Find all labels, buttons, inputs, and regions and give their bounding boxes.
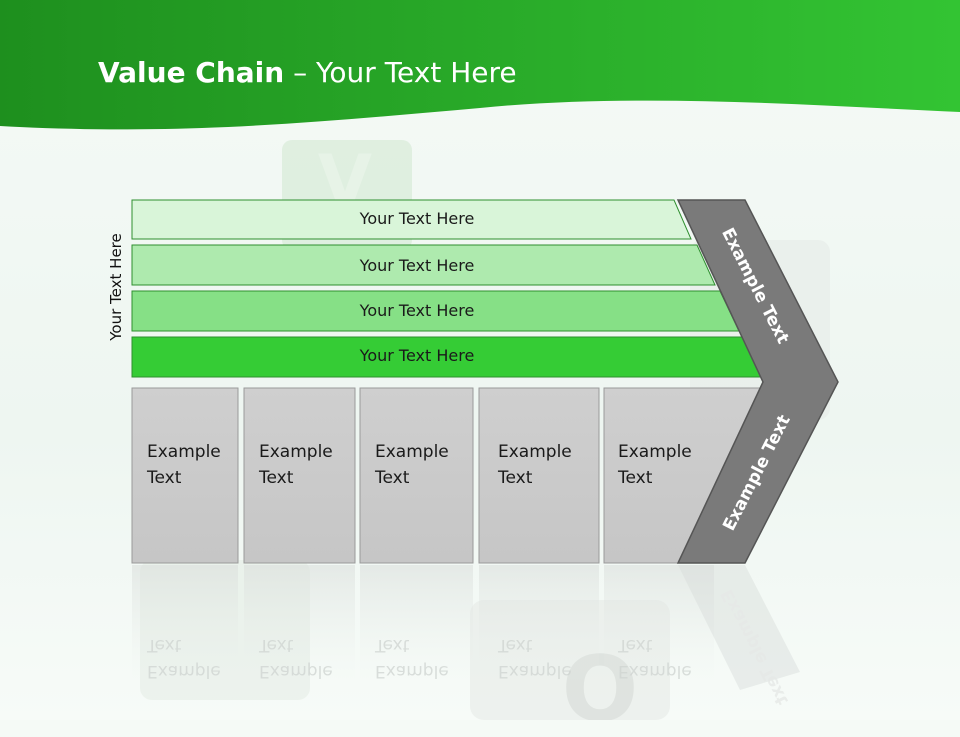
box-5-line2: Text	[618, 468, 653, 488]
band-2-shape	[131, 244, 716, 286]
value-chain-diagram	[131, 199, 839, 690]
header-band	[0, 0, 960, 130]
box-3-reflection: Example Text	[375, 632, 475, 684]
band-4-label: Your Text Here	[359, 346, 475, 365]
box-2-shape	[243, 387, 356, 564]
box-4-reflection: Example Text	[498, 632, 598, 684]
box-4-line1: Example	[498, 442, 572, 462]
box-5-line1: Example	[618, 442, 692, 462]
box-3-line1: Example	[375, 442, 449, 462]
box-1-reflection-line2: Text	[147, 635, 182, 655]
band-1-shape	[131, 199, 692, 240]
title-bold: Value Chain	[98, 56, 285, 89]
slide-title: Value Chain – Your Text Here	[98, 53, 517, 93]
title-rest: – Your Text Here	[284, 56, 517, 89]
box-5-reflection: Example Text	[618, 632, 718, 684]
band-1-label: Your Text Here	[359, 209, 475, 228]
box-4-reflection-line2: Text	[498, 635, 533, 655]
box-2-reflection: Example Text	[259, 632, 359, 684]
band-2-label: Your Text Here	[359, 256, 475, 275]
box-1-line1: Example	[147, 442, 221, 462]
box-2-reflection-line1: Example	[259, 661, 333, 681]
box-4-reflection-line1: Example	[498, 661, 572, 681]
box-3-reflection-line1: Example	[375, 661, 449, 681]
box-5-reflection-line2: Text	[618, 635, 653, 655]
box-5-reflection-line1: Example	[618, 661, 692, 681]
box-1-shape	[131, 387, 239, 564]
box-3-reflection-line2: Text	[375, 635, 410, 655]
chevron-shape	[676, 199, 839, 564]
box-2-line1: Example	[259, 442, 333, 462]
band-3-label: Your Text Here	[359, 301, 475, 320]
box-1-reflection: Example Text	[147, 632, 247, 684]
box-3-shape	[359, 387, 474, 564]
box-2-reflection-line2: Text	[259, 635, 294, 655]
box-1-reflection-line1: Example	[147, 661, 221, 681]
box-1-line2: Text	[147, 468, 182, 488]
box-2-line2: Text	[259, 468, 294, 488]
box-3-line2: Text	[375, 468, 410, 488]
box-4-line2: Text	[498, 468, 533, 488]
box-4-shape	[478, 387, 600, 564]
